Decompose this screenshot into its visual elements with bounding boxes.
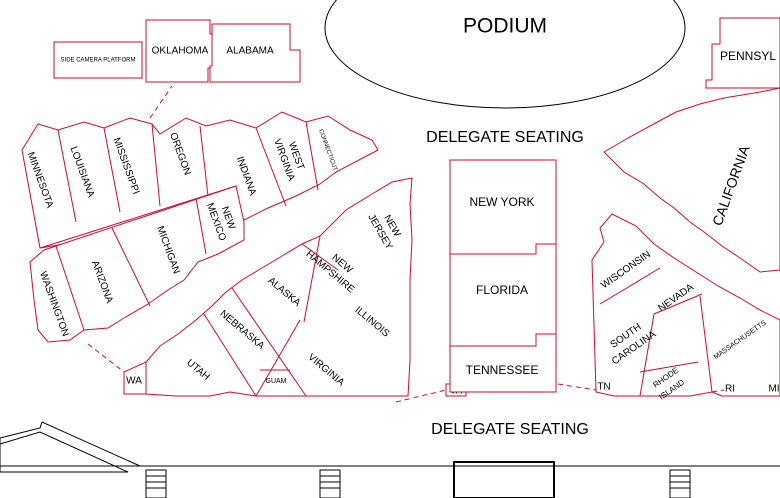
section-california [603, 87, 780, 273]
oklahoma-label: OKLAHOMA [152, 46, 209, 57]
stairs-3 [669, 469, 691, 498]
section-pennsylvania [705, 17, 780, 89]
center-left-wedge [145, 177, 413, 397]
ri-label: RI [725, 384, 735, 395]
guam-label: GUAM [266, 378, 287, 385]
new-york-label: NEW YORK [469, 195, 534, 209]
side-camera-platform [53, 41, 143, 79]
bottom-center-box [453, 461, 555, 498]
podium-stage [324, 0, 686, 109]
bottom-left-structure-inner [0, 431, 129, 473]
stairs-1 [145, 469, 167, 498]
podium-label: PODIUM [463, 15, 547, 38]
right-lower-wedge [591, 213, 780, 397]
pennsylvania-label: PENNSYL [720, 49, 776, 63]
bottom-left-structure [0, 421, 141, 467]
delegate-seating-bottom: DELEGATE SEATING [431, 421, 589, 438]
section-tennessee [449, 333, 557, 393]
ri-dash [711, 389, 725, 393]
delegate-seating-top: DELEGATE SEATING [426, 129, 584, 146]
section-alabama [209, 23, 301, 83]
left-lower-wedge [29, 185, 245, 343]
ok-dash [149, 85, 173, 119]
alabama-label: ALABAMA [226, 46, 274, 57]
tn-label: TN [597, 382, 610, 393]
florida-label: FLORIDA [476, 283, 528, 297]
wa-dash [87, 343, 125, 373]
tennessee-label: TENNESSEE [466, 363, 539, 377]
tn-dash [557, 383, 597, 391]
wa-label: WA [126, 376, 142, 387]
stairs-2 [319, 469, 341, 498]
mi-label: MI [768, 384, 779, 395]
side-camera-platform-label: SIDE CAMERA PLATFORM [61, 58, 136, 64]
